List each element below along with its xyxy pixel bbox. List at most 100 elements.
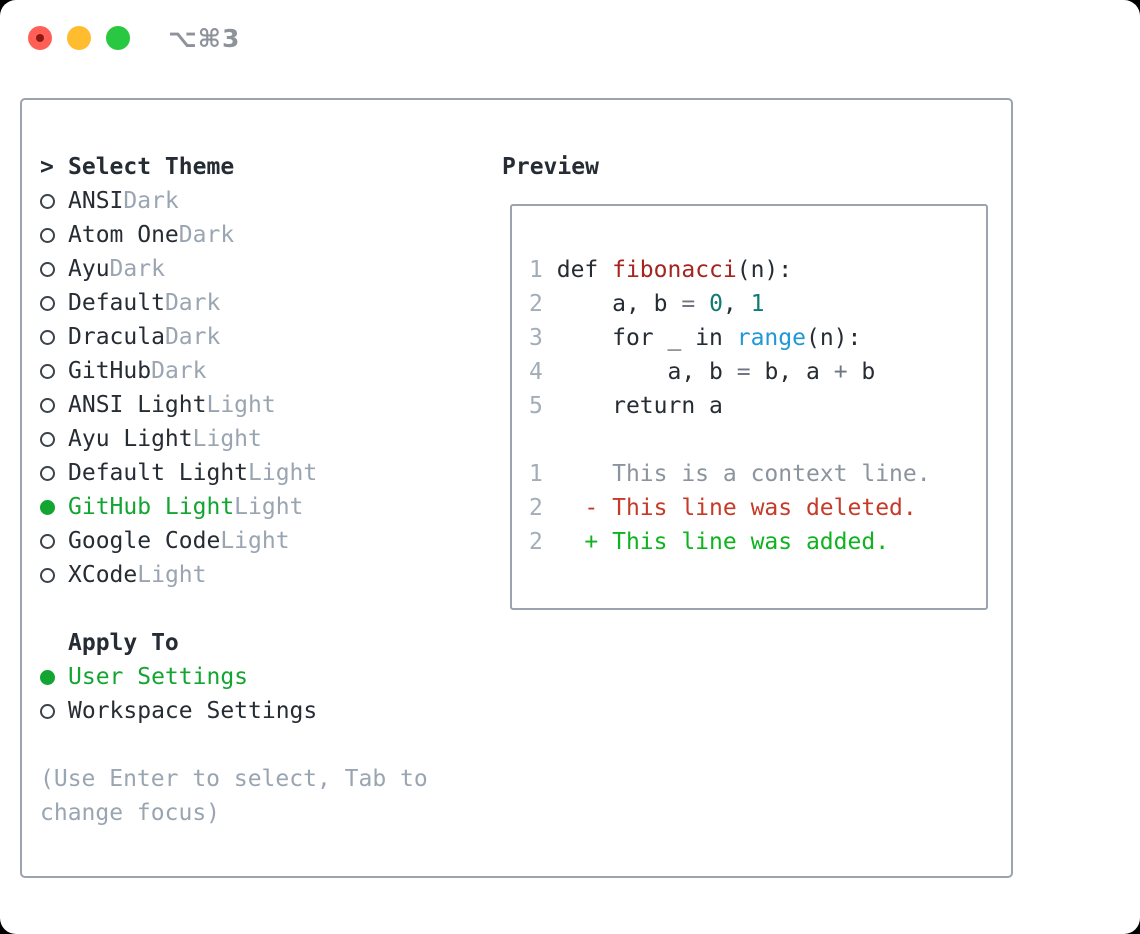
radio-slot [40, 261, 68, 277]
theme-item[interactable]: Atom One Dark [40, 218, 428, 252]
theme-item-variant: Dark [164, 324, 221, 350]
select-theme-label: Select Theme [68, 154, 235, 180]
select-theme-header: > Select Theme [40, 150, 428, 184]
code-token-plain: a, b [556, 291, 682, 317]
theme-item[interactable]: Dracula Dark [40, 320, 428, 354]
line-number: 2 [529, 291, 543, 317]
theme-item-name: Atom One [68, 222, 179, 248]
radio-icon [40, 499, 55, 515]
radio-icon [40, 533, 55, 549]
theme-item-name: Default [68, 290, 165, 316]
radio-slot [40, 295, 68, 311]
theme-item-variant: Light [248, 460, 318, 486]
radio-slot [40, 329, 68, 345]
close-button[interactable] [28, 26, 52, 50]
theme-item-name: ANSI Light [68, 392, 207, 418]
radio-icon [40, 567, 55, 583]
line-number: 2 [529, 495, 543, 521]
code-token-plain [695, 291, 709, 317]
radio-slot [40, 397, 68, 413]
radio-icon [40, 669, 55, 685]
radio-slot [40, 465, 68, 481]
radio-slot [40, 499, 68, 515]
theme-item-variant: Dark [123, 188, 179, 214]
theme-item[interactable]: XCode Light [40, 558, 428, 592]
theme-item-variant: Dark [164, 290, 221, 316]
apply-option-name: Workspace Settings [68, 698, 318, 724]
radio-slot [40, 533, 68, 549]
theme-item-variant: Light [234, 494, 304, 520]
preview-title: Preview [502, 154, 599, 180]
code-token-plain: (n): [736, 257, 793, 283]
line-number: 5 [529, 393, 543, 419]
radio-icon [40, 295, 55, 311]
radio-icon [40, 431, 55, 447]
radio-icon [40, 363, 55, 379]
theme-item[interactable]: Default Light Light [40, 456, 428, 490]
diff-text: + This line was added. [584, 529, 890, 555]
theme-item[interactable]: GitHub Dark [40, 354, 428, 388]
theme-item[interactable]: Ayu Light Light [40, 422, 428, 456]
theme-item-name: Ayu [68, 256, 110, 282]
theme-item-variant: Light [192, 426, 262, 452]
line-number: 4 [529, 359, 543, 385]
apply-option[interactable]: Workspace Settings [40, 694, 428, 728]
theme-item[interactable]: Default Dark [40, 286, 428, 320]
radio-slot [40, 669, 68, 685]
apply-to-header: Apply To [40, 626, 428, 660]
theme-item[interactable]: ANSI Light Light [40, 388, 428, 422]
code-token-builtin: range [736, 325, 806, 351]
theme-item[interactable]: Google Code Light [40, 524, 428, 558]
radio-slot [40, 431, 68, 447]
titlebar: ⌥⌘3 [0, 0, 1140, 78]
theme-item-name: XCode [68, 562, 138, 588]
radio-slot [40, 703, 68, 719]
apply-option[interactable]: User Settings [40, 660, 428, 694]
help-text-line-2: change focus) [40, 800, 221, 826]
theme-item-variant: Light [137, 562, 207, 588]
radio-icon [40, 193, 55, 209]
window-title: ⌥⌘3 [168, 24, 241, 53]
code-line: 2 a, b = 0, 1 [529, 287, 986, 321]
code-token-plain: b, a [750, 359, 834, 385]
theme-item-name: Ayu Light [68, 426, 193, 452]
radio-icon [40, 329, 55, 345]
prompt-arrow-icon: > [40, 154, 54, 180]
code-token-plain: , [722, 291, 751, 317]
apply-to-label: Apply To [68, 630, 179, 656]
code-token-operator: = [681, 291, 696, 317]
theme-item-name: GitHub Light [68, 494, 235, 520]
code-token-operator: + [833, 359, 848, 385]
zoom-button[interactable] [106, 26, 130, 50]
preview-code: 1 def fibonacci(n):2 a, b = 0, 1 3 for _ … [529, 253, 986, 423]
code-line: 5 return a [529, 389, 986, 423]
code-token-plain: a, b [556, 359, 737, 385]
code-line: 4 a, b = b, a + b [529, 355, 986, 389]
code-line: 1 def fibonacci(n): [529, 253, 986, 287]
theme-item[interactable]: GitHub Light Light [40, 490, 428, 524]
diff-line-deleted: 2 - This line was deleted. [529, 491, 986, 525]
theme-item-name: ANSI [68, 188, 124, 214]
code-token-number: 0 [709, 291, 723, 317]
radio-icon [40, 261, 55, 277]
radio-slot [40, 567, 68, 583]
code-token-function: fibonacci [612, 257, 737, 283]
prompt-slot: > [40, 150, 68, 184]
minimize-button[interactable] [67, 26, 91, 50]
theme-item[interactable]: ANSI Dark [40, 184, 428, 218]
code-token-plain: for _ in [556, 325, 737, 351]
radio-icon [40, 465, 55, 481]
line-number: 3 [529, 325, 543, 351]
theme-item[interactable]: Ayu Dark [40, 252, 428, 286]
theme-item-name: GitHub [68, 358, 152, 384]
code-token-plain: def [556, 257, 613, 283]
code-token-operator: = [736, 359, 751, 385]
preview-diff: 1 This is a context line.2 - This line w… [529, 457, 986, 559]
diff-line-context: 1 This is a context line. [529, 457, 986, 491]
diff-text: - This line was deleted. [584, 495, 917, 521]
radio-slot [40, 363, 68, 379]
